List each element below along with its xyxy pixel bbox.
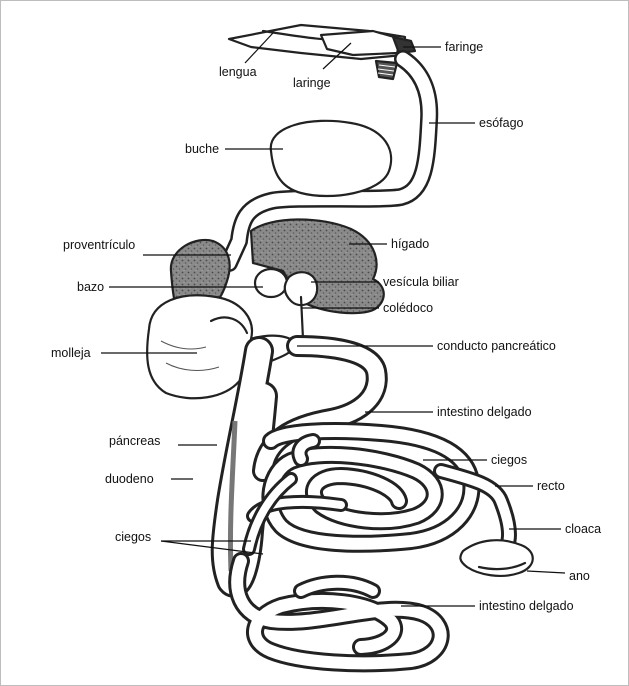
label-higado: hígado: [391, 237, 429, 251]
label-recto: recto: [537, 479, 565, 493]
label-duodeno: duodeno: [105, 472, 154, 486]
larynx-shape: [321, 31, 401, 55]
label-lengua: lengua: [219, 65, 257, 79]
gizzard-shape: [147, 295, 297, 398]
tongue-larynx-group: [229, 25, 415, 79]
crop-shape: [271, 121, 391, 196]
small-intestine-lower: [237, 561, 440, 663]
label-coledoco: colédoco: [383, 301, 433, 315]
label-proventriculo: proventrículo: [63, 238, 135, 252]
label-pancreas: páncreas: [109, 434, 160, 448]
coiled-intestines: [270, 431, 471, 544]
label-bazo: bazo: [77, 280, 104, 294]
label-faringe: faringe: [445, 40, 483, 54]
label-cloaca: cloaca: [565, 522, 601, 536]
label-molleja: molleja: [51, 346, 91, 360]
label-buche: buche: [185, 142, 219, 156]
label-ano: ano: [569, 569, 590, 583]
label-ciegos-left: ciegos: [115, 530, 151, 544]
label-intestino-delgado-2: intestino delgado: [479, 599, 574, 613]
label-conducto: conducto pancreático: [437, 339, 556, 353]
label-vesicula: vesícula biliar: [383, 275, 459, 289]
cloaca-shape: [460, 540, 532, 576]
spleen-shape: [255, 269, 287, 297]
label-laringe: laringe: [293, 76, 331, 90]
label-intestino-delgado-1: intestino delgado: [437, 405, 532, 419]
label-esofago: esófago: [479, 116, 524, 130]
label-ciegos-right: ciegos: [491, 453, 527, 467]
